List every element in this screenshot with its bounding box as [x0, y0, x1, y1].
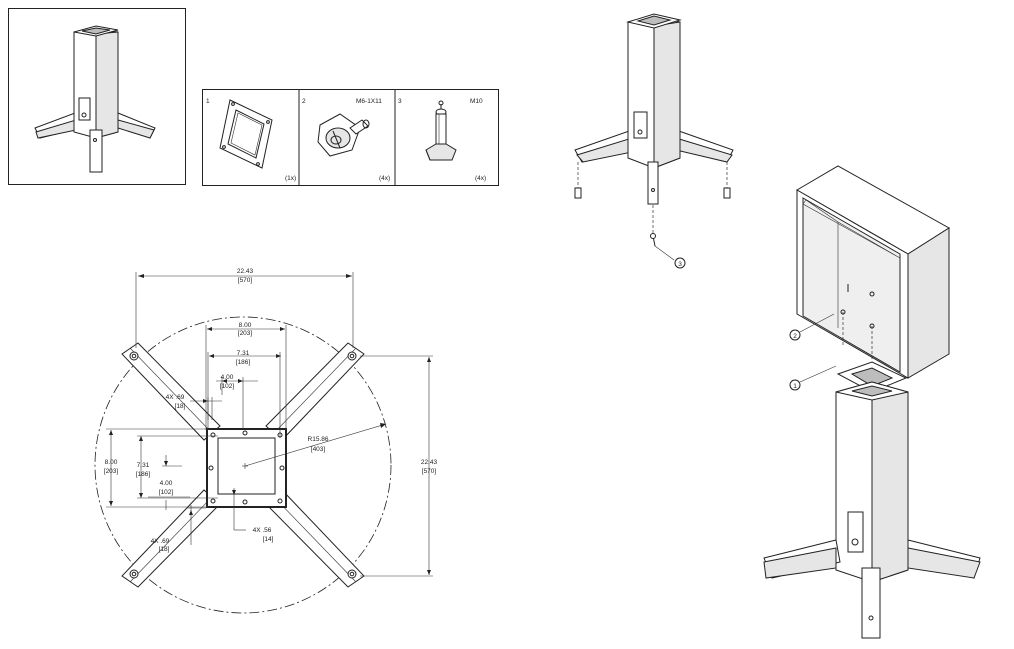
enclosure-assembly-view: 2 1 — [763, 165, 981, 639]
radius-mm-label: [403] — [311, 446, 326, 453]
callout-1 — [789, 379, 801, 391]
thumbnail-view — [8, 8, 186, 185]
callout-2 — [789, 329, 801, 341]
part-3-name: M10 — [470, 98, 483, 105]
opening-height-mm-label: [186] — [136, 471, 151, 478]
callout-2-label: 2 — [793, 333, 797, 340]
overall-height-label: 22.43 — [421, 459, 438, 466]
center-offset-label: 4.00 — [221, 374, 234, 381]
overall-width-label: 22.43 — [237, 268, 254, 275]
stand-isometric-view: 3 — [574, 13, 734, 269]
center-offset-mm-label: [102] — [220, 383, 235, 390]
part-3-qty: (4x) — [475, 175, 486, 182]
thumbnail-frame — [8, 8, 186, 185]
swing-radius-circle — [94, 316, 392, 614]
bolt-square-vertical-label: 8.00 — [105, 459, 118, 466]
plate-hole-mm-label: [14] — [263, 536, 274, 543]
center-vertical-label: 4.00 — [160, 480, 173, 487]
parts-table-frame — [202, 89, 499, 186]
foot-hole-bottom-label: 4X .69 — [151, 538, 170, 545]
part-2-name: M6-1X11 — [356, 98, 382, 105]
overall-height-mm-label: [570] — [422, 468, 437, 475]
part-1-number: 1 — [206, 98, 210, 105]
plate-opening — [217, 437, 276, 495]
callout-3-label: 3 — [678, 261, 682, 268]
cable-gland-icon — [317, 113, 370, 157]
callout-1-label: 1 — [793, 383, 797, 390]
opening-width-label: 7.31 — [237, 350, 250, 357]
base-arms — [121, 342, 365, 588]
overall-width-mm-label: [570] — [238, 277, 253, 284]
leveling-foot-icon — [425, 100, 457, 161]
parts-table: 1 (1x) 2 M6-1X11 (4x) 3 M10 (4x) — [202, 89, 499, 186]
foot-hole-bottom-mm-label: [18] — [159, 546, 170, 553]
plate-hole-label: 4X .56 — [253, 527, 272, 534]
opening-height-label: 7.31 — [137, 462, 150, 469]
bolt-square-label: 8.00 — [239, 322, 252, 329]
part-2-qty: (4x) — [379, 175, 390, 182]
part-2-number: 2 — [302, 98, 306, 105]
center-vertical-mm-label: [102] — [159, 489, 174, 496]
part-3-number: 3 — [398, 98, 402, 105]
part-1-qty: (1x) — [285, 175, 296, 182]
gasket-plate-icon — [219, 99, 273, 169]
opening-width-mm-label: [186] — [236, 359, 251, 366]
base-plate — [206, 428, 287, 508]
bolt-square-mm-label: [203] — [238, 330, 253, 337]
callout-3 — [674, 257, 686, 269]
radius-label: R15.86 — [308, 436, 329, 443]
foot-hole-top-mm-label: [18] — [175, 403, 186, 410]
plan-view: 22.43 [570] 8.00 [203] 7.31 [186] 4.00 [… — [94, 268, 438, 614]
foot-hole-top-label: 4X .69 — [166, 394, 185, 401]
bolt-square-vertical-mm-label: [203] — [104, 468, 119, 475]
